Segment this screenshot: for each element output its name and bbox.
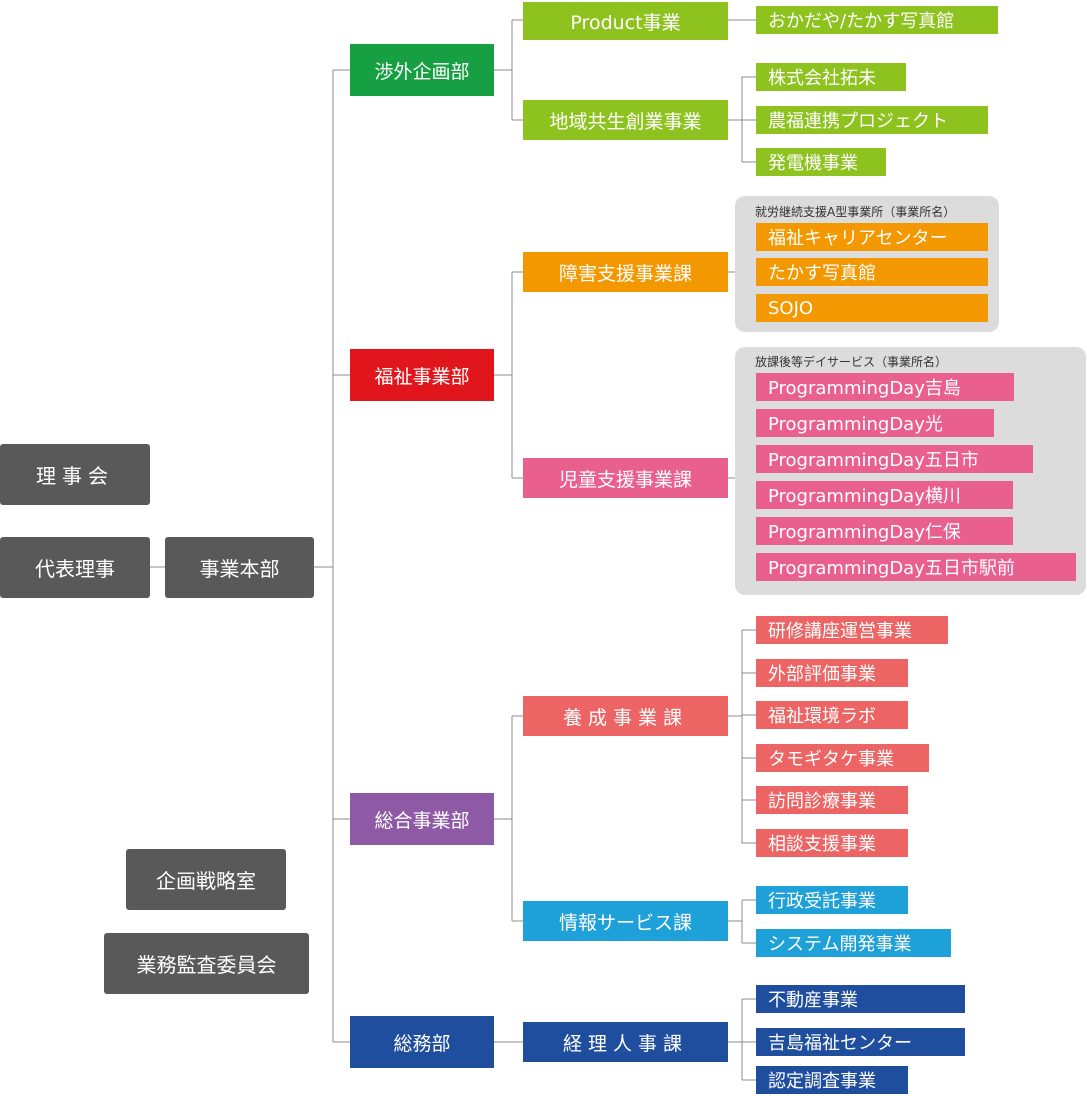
leaf-item: 株式会社拓未 bbox=[756, 63, 906, 91]
leaf-item: 外部評価事業 bbox=[756, 659, 908, 687]
dept-fukushi-jigyo: 福祉事業部 bbox=[350, 349, 494, 401]
section-jouhou-service: 情報サービス課 bbox=[523, 901, 728, 941]
strategy-office-box: 企画戦略室 bbox=[126, 849, 286, 910]
representative-box: 代表理事 bbox=[0, 537, 150, 598]
dept-sougou-jigyo: 総合事業部 bbox=[350, 793, 494, 845]
board-box: 理事会 bbox=[0, 444, 150, 505]
leaf-item: ProgrammingDay五日市 bbox=[756, 445, 1033, 473]
leaf-item: 研修講座運営事業 bbox=[756, 616, 948, 644]
leaf-item: たかす写真館 bbox=[756, 258, 988, 286]
leaf-item: ProgrammingDay横川 bbox=[756, 481, 1013, 509]
section-jidou-shien: 児童支援事業課 bbox=[523, 458, 728, 498]
leaf-item: 認定調査事業 bbox=[756, 1066, 908, 1094]
leaf-item: ProgrammingDay光 bbox=[756, 409, 994, 437]
dept-shogai-kikaku: 渉外企画部 bbox=[350, 44, 494, 96]
leaf-item: ProgrammingDay仁保 bbox=[756, 517, 1013, 545]
section-chiiki-kyousei: 地域共生創業事業 bbox=[523, 100, 728, 140]
leaf-item: ProgrammingDay吉島 bbox=[756, 373, 1014, 401]
leaf-item: 福祉環境ラボ bbox=[756, 701, 908, 729]
leaf-item: SOJO bbox=[756, 294, 988, 322]
headquarters-box: 事業本部 bbox=[165, 537, 314, 598]
section-shogai-shien: 障害支援事業課 bbox=[523, 252, 728, 292]
audit-committee-box: 業務監査委員会 bbox=[104, 933, 309, 994]
leaf-item: 農福連携プロジェクト bbox=[756, 106, 988, 134]
group-houkago-label: 放課後等デイサービス（事業所名） bbox=[755, 355, 948, 369]
leaf-item: ProgrammingDay五日市駅前 bbox=[756, 553, 1076, 581]
leaf-item: 吉島福祉センター bbox=[756, 1028, 965, 1056]
leaf-item: 相談支援事業 bbox=[756, 829, 908, 857]
leaf-item: 不動産事業 bbox=[756, 985, 965, 1013]
dept-soumu: 総務部 bbox=[350, 1016, 494, 1068]
section-yousei: 養成事業課 bbox=[523, 696, 728, 736]
leaf-item: 訪問診療事業 bbox=[756, 786, 908, 814]
leaf-item: 発電機事業 bbox=[756, 148, 886, 176]
leaf-item: おかだや/たかす写真館 bbox=[756, 6, 998, 34]
section-keiri-jinji: 経理人事課 bbox=[523, 1022, 728, 1062]
leaf-item: タモギタケ事業 bbox=[756, 744, 929, 772]
leaf-item: 行政受託事業 bbox=[756, 886, 908, 914]
group-shuro-label: 就労継続支援A型事業所（事業所名） bbox=[755, 205, 956, 219]
leaf-item: システム開発事業 bbox=[756, 929, 951, 957]
leaf-item: 福祉キャリアセンター bbox=[756, 223, 988, 251]
section-product: Product事業 bbox=[523, 2, 728, 40]
